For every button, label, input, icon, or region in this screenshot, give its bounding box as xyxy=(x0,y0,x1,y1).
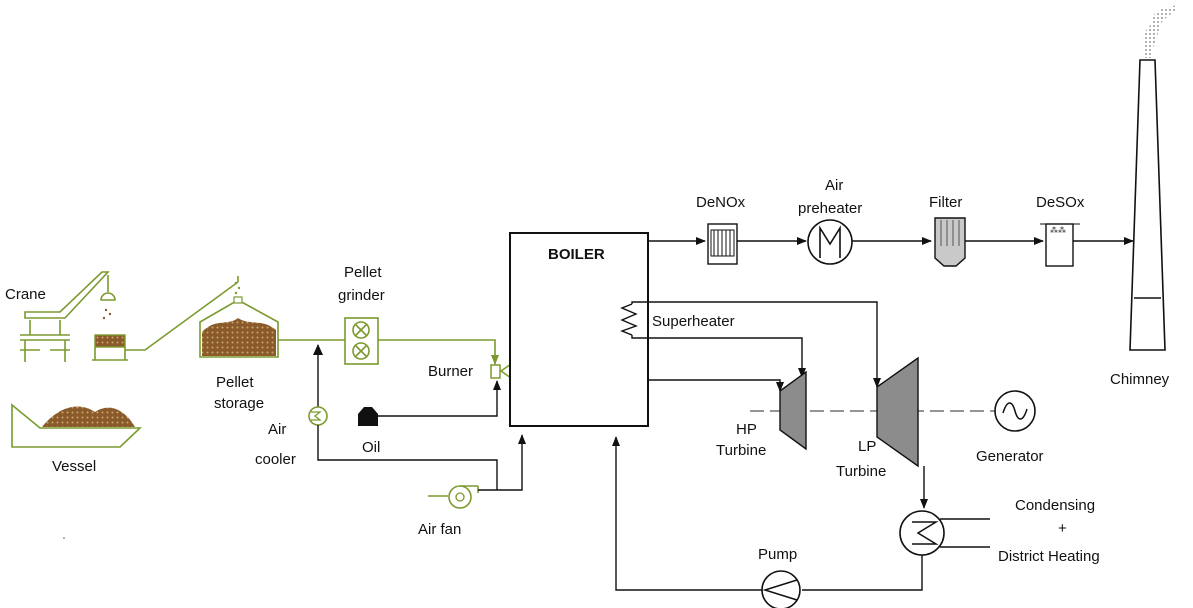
pump-icon xyxy=(761,570,801,608)
air-preheater-label-1: Air xyxy=(825,177,843,194)
burner-label: Burner xyxy=(428,363,473,380)
oil-tank-icon xyxy=(358,407,378,426)
superheater-icon xyxy=(620,303,638,336)
boiler-to-hp-line xyxy=(648,379,784,392)
air-fan-label: Air fan xyxy=(418,521,461,538)
superheater-to-hp-line xyxy=(631,335,806,378)
hp-turbine-label-1: HP xyxy=(736,421,757,438)
condensing-label-1: Condensing xyxy=(1015,497,1095,514)
generator-label: Generator xyxy=(976,448,1044,465)
air-cooler-label-2: cooler xyxy=(255,451,296,468)
hp-turbine-icon xyxy=(779,370,807,451)
pellet-grinder-label-1: Pellet xyxy=(344,264,382,281)
oil-label: Oil xyxy=(362,439,380,456)
chimney-icon xyxy=(1129,5,1178,351)
pellet-grinder-icon xyxy=(344,317,379,365)
superheater-label: Superheater xyxy=(652,313,735,330)
pellet-storage-label-1: Pellet xyxy=(216,374,254,391)
generator-icon xyxy=(994,390,1036,432)
pump-to-boiler-line xyxy=(612,436,762,591)
air-preheater-label-2: preheater xyxy=(798,200,862,217)
lp-turbine-label-1: LP xyxy=(858,438,876,455)
boiler-label: BOILER xyxy=(548,246,605,263)
svg-text:⁂⁂: ⁂⁂ xyxy=(1050,225,1066,235)
crane-icon xyxy=(20,271,116,362)
air-fan-to-boiler-line xyxy=(478,434,526,491)
hp-turbine-label-2: Turbine xyxy=(716,442,766,459)
air-fan-icon xyxy=(428,485,479,509)
crane-label: Crane xyxy=(5,286,46,303)
denox-label: DeNOx xyxy=(696,194,746,211)
condenser-to-pump-line xyxy=(802,555,923,591)
air-fan-to-cooler-line xyxy=(317,425,498,490)
stray-dot xyxy=(63,537,65,539)
crane-pellets-falling xyxy=(102,308,112,320)
condensing-label-2: + xyxy=(1058,520,1067,537)
filter-label: Filter xyxy=(929,194,962,211)
lp-turbine-icon xyxy=(876,356,919,468)
air-cooler-label-1: Air xyxy=(268,421,286,438)
condenser-icon xyxy=(899,510,990,556)
storage-feed-dots xyxy=(234,281,241,295)
lp-turbine-label-2: Turbine xyxy=(836,463,886,480)
air-cooler-icon xyxy=(308,406,328,426)
desox-label: DeSOx xyxy=(1036,194,1085,211)
vessel-icon xyxy=(11,403,143,448)
air-cooler-arrow xyxy=(313,344,323,355)
denox-icon xyxy=(707,223,738,265)
pellet-grinder-label-2: grinder xyxy=(338,287,385,304)
grinder-to-burner-line xyxy=(378,339,499,365)
chimney-label: Chimney xyxy=(1110,371,1170,388)
air-preheater-icon xyxy=(807,219,853,265)
pellet-storage-icon xyxy=(199,296,279,358)
hopper-icon xyxy=(92,334,128,361)
filter-icon xyxy=(934,217,966,267)
vessel-label: Vessel xyxy=(52,458,96,475)
pump-label: Pump xyxy=(758,546,797,563)
pellet-storage-label-2: storage xyxy=(214,395,264,412)
burner-icon xyxy=(490,362,512,380)
condensing-label-3: District Heating xyxy=(998,548,1100,565)
oil-to-burner-line xyxy=(378,380,501,417)
conveyor-line xyxy=(125,281,239,351)
desox-icon: ⁂⁂ xyxy=(1040,223,1080,267)
superheater-to-lp-line xyxy=(631,301,881,388)
